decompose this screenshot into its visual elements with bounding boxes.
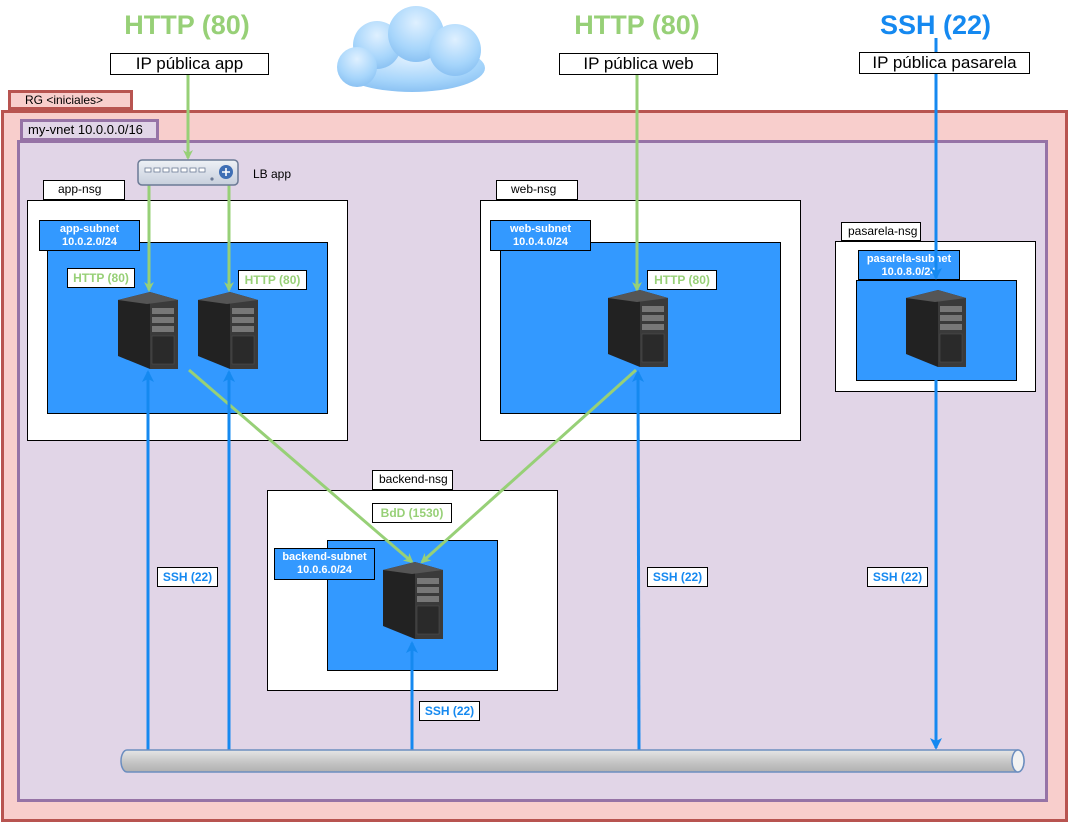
ssh-backend-label: SSH (22): [419, 701, 480, 721]
ssh-pasarela-title: SSH (22): [879, 10, 992, 40]
ssh-app-label: SSH (22): [157, 567, 218, 587]
backend-subnet-label: backend-subnet 10.0.6.0/24: [274, 548, 375, 580]
web-nsg-label: web-nsg: [496, 180, 578, 200]
web-subnet-cidr: 10.0.4.0/24: [512, 236, 569, 248]
pasarela-subnet-label: pasarela-subnet 10.0.8.0/24: [858, 250, 960, 280]
app-nsg-label: app-nsg: [43, 180, 125, 200]
app-http-label-right: HTTP (80): [238, 270, 307, 290]
app-server-2-icon: [198, 292, 258, 369]
app-to-db-arrow: [188, 368, 414, 564]
web-server-icon: [608, 290, 668, 367]
lb-app-label: LB app: [253, 167, 292, 181]
http-web-title: HTTP (80): [574, 10, 700, 40]
pasarela-server-icon: [906, 290, 966, 367]
ssh-web-label: SSH (22): [647, 567, 708, 587]
vnet-label: my-vnet 10.0.0.0/16: [20, 119, 159, 141]
backend-subnet-name: backend-subnet: [282, 551, 367, 563]
ip-publica-app-box: IP pública app: [110, 53, 269, 75]
pasarela-subnet-name: pasarela-subnet: [866, 253, 952, 265]
http-app-title: HTTP (80): [124, 10, 250, 40]
web-http-label: HTTP (80): [647, 270, 717, 290]
load-balancer-icon: [137, 159, 239, 186]
web-subnet-name: web-subnet: [509, 223, 572, 235]
web-subnet-area: [500, 242, 781, 414]
internet-cloud-icon: [337, 6, 485, 92]
app-subnet-name: app-subnet: [59, 223, 120, 235]
app-server-1-icon: [118, 292, 178, 369]
app-subnet-cidr: 10.0.2.0/24: [61, 236, 118, 248]
ssh-pasarela-label: SSH (22): [867, 567, 928, 587]
bdd-label: BdD (1530): [372, 503, 452, 523]
ip-publica-web-box: IP pública web: [559, 53, 718, 75]
backend-nsg-label: backend-nsg: [372, 470, 453, 490]
web-to-db-arrow: [420, 368, 638, 564]
ip-publica-pasarela-box: IP pública pasarela: [859, 52, 1030, 74]
network-pipe-icon: [120, 749, 1025, 773]
pasarela-nsg-label: pasarela-nsg: [841, 222, 921, 241]
app-subnet-label: app-subnet 10.0.2.0/24: [39, 220, 140, 251]
backend-subnet-cidr: 10.0.6.0/24: [296, 564, 353, 576]
rg-label: RG <iniciales>: [8, 90, 133, 110]
app-http-label-left: HTTP (80): [67, 268, 135, 288]
web-subnet-label: web-subnet 10.0.4.0/24: [490, 220, 591, 251]
pasarela-subnet-cidr: 10.0.8.0/24: [881, 266, 937, 278]
ssh-web-arrow: [632, 370, 645, 751]
backend-server-icon: [383, 562, 443, 639]
